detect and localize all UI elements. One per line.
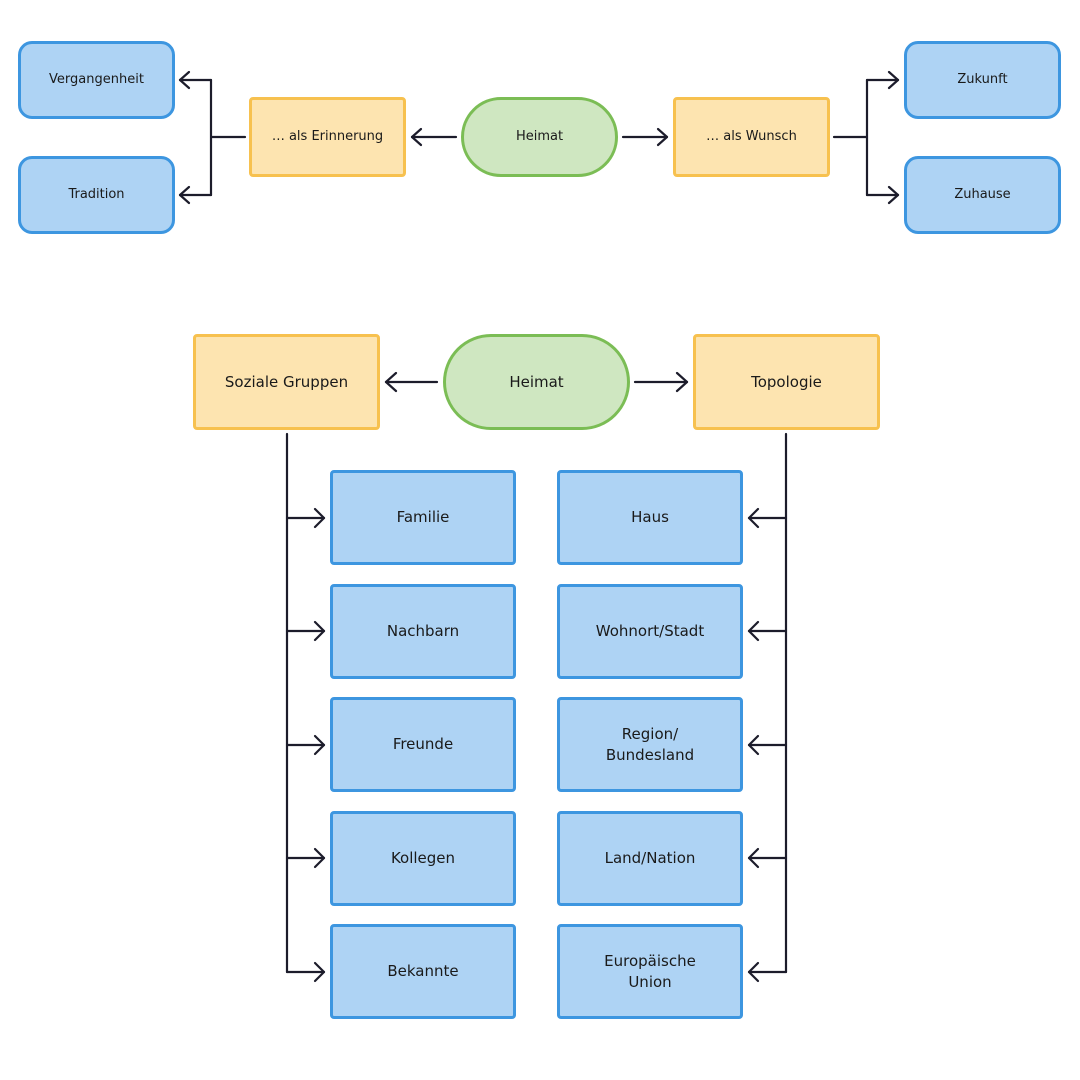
node-als-erinnerung: … als Erinnerung — [249, 97, 406, 177]
node-freunde: Freunde — [330, 697, 516, 792]
node-heimat-top: Heimat — [461, 97, 618, 177]
connector-erinnerung-trunk — [209, 78, 247, 197]
node-wohnort-stadt: Wohnort/Stadt — [557, 584, 743, 679]
node-soziale-gruppen: Soziale Gruppen — [193, 334, 380, 430]
arrowhead-familie — [313, 507, 326, 529]
arrowhead-nachbarn — [313, 620, 326, 642]
node-zukunft: Zukunft — [904, 41, 1061, 119]
arrowhead-bekannte — [313, 961, 326, 983]
connector-wunsch-trunk — [832, 78, 869, 197]
arrowhead-land — [747, 847, 760, 869]
arrowhead-wunsch — [656, 127, 669, 147]
node-vergangenheit: Vergangenheit — [18, 41, 175, 119]
arrowhead-topologie — [675, 371, 689, 393]
arrowhead-zuhause — [887, 185, 900, 205]
node-als-wunsch: … als Wunsch — [673, 97, 830, 177]
arrowhead-wohnort — [747, 620, 760, 642]
node-topologie: Topologie — [693, 334, 880, 430]
arrowhead-vergangenheit — [178, 70, 191, 90]
node-haus: Haus — [557, 470, 743, 565]
arrowhead-eu — [747, 961, 760, 983]
arrowhead-region — [747, 734, 760, 756]
arrowhead-freunde — [313, 734, 326, 756]
node-zuhause: Zuhause — [904, 156, 1061, 234]
node-bekannte: Bekannte — [330, 924, 516, 1019]
arrowhead-erinnerung — [410, 127, 423, 147]
node-kollegen: Kollegen — [330, 811, 516, 906]
arrowhead-kollegen — [313, 847, 326, 869]
arrowhead-tradition — [178, 185, 191, 205]
node-europaeische-union: Europäische Union — [557, 924, 743, 1019]
node-tradition: Tradition — [18, 156, 175, 234]
node-nachbarn: Nachbarn — [330, 584, 516, 679]
arrowhead-haus — [747, 507, 760, 529]
arrowhead-zukunft — [887, 70, 900, 90]
node-region-bundesland: Region/ Bundesland — [557, 697, 743, 792]
arrowhead-soziale — [384, 371, 398, 393]
node-heimat-main: Heimat — [443, 334, 630, 430]
node-familie: Familie — [330, 470, 516, 565]
node-land-nation: Land/Nation — [557, 811, 743, 906]
